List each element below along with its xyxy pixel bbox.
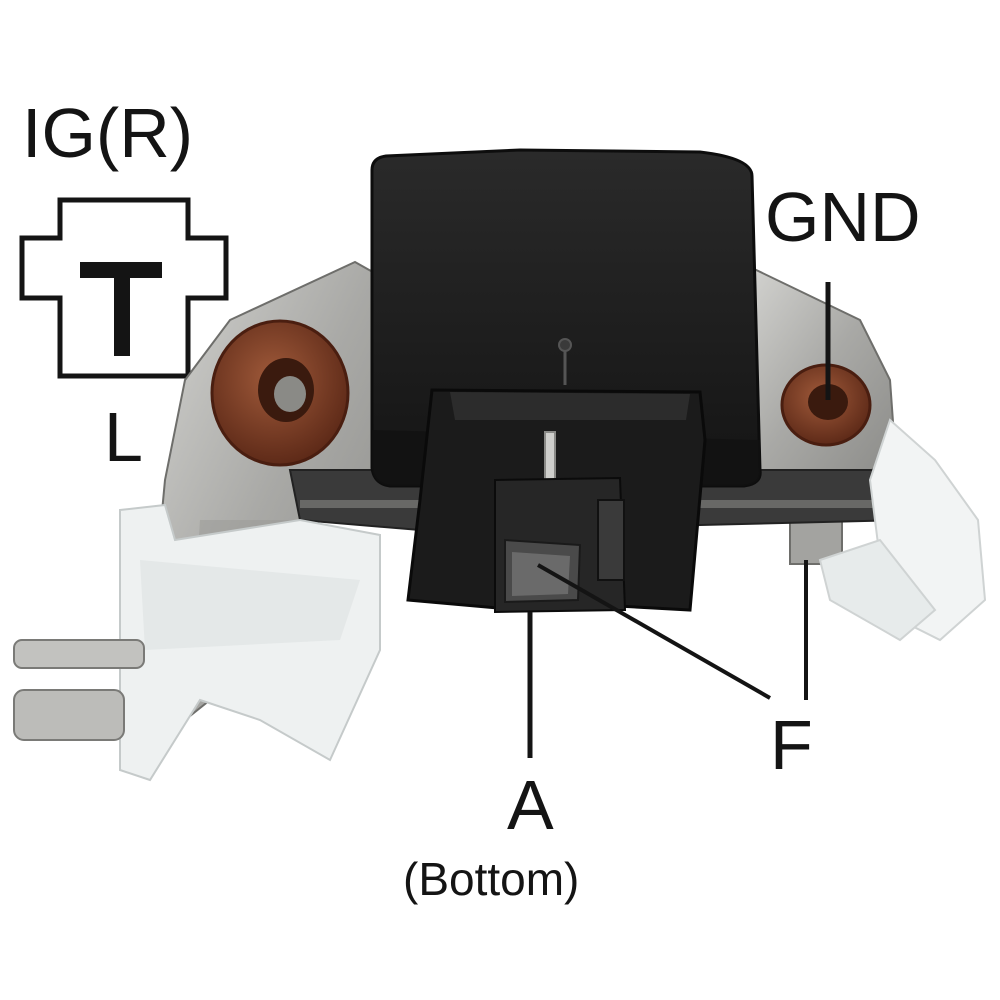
label-a: A [507, 766, 554, 844]
label-ig-r: IG(R) [22, 94, 194, 172]
white-plastic-tab [818, 538, 937, 642]
connector-symbol-icon [19, 197, 229, 379]
label-gnd: GND [765, 178, 921, 256]
label-a-note: (Bottom) [403, 853, 580, 905]
label-l: L [104, 398, 143, 476]
terminal-block [406, 388, 707, 614]
white-plastic-connector [119, 503, 381, 782]
right-grommet-icon [780, 363, 872, 447]
label-f: F [770, 706, 813, 784]
leader-lines [527, 282, 831, 758]
f-leader-line-terminal [537, 563, 771, 700]
left-grommet-icon [210, 319, 350, 467]
blade-terminals [13, 639, 145, 741]
